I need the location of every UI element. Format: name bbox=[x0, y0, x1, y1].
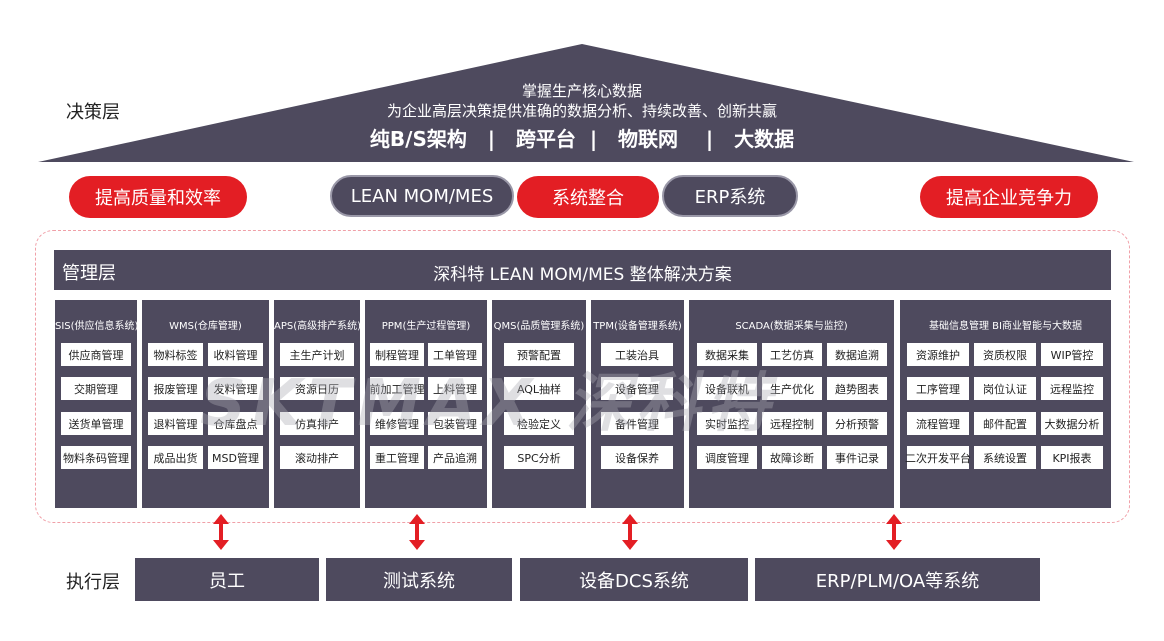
module-title: WMS(仓库管理) bbox=[169, 321, 242, 332]
module-cell: 成品出货 bbox=[148, 446, 203, 469]
module-cell: 预警配置 bbox=[504, 343, 574, 366]
exec-dcs-system: 设备DCS系统 bbox=[520, 558, 748, 601]
module-cell: 前加工管理 bbox=[370, 377, 425, 400]
module-cell: 设备保养 bbox=[601, 446, 673, 469]
module-tpm: TPM(设备管理系统) 工装治具 设备管理 备件管理 设备保养 bbox=[591, 300, 684, 508]
module-cell: 远程控制 bbox=[762, 412, 822, 435]
module-cell: KPI报表 bbox=[1041, 446, 1103, 469]
management-frame bbox=[35, 230, 1130, 523]
pill-competitiveness: 提高企业竞争力 bbox=[920, 176, 1098, 218]
module-cell: 仓库盘点 bbox=[208, 412, 263, 435]
module-title: PPM(生产过程管理) bbox=[381, 321, 471, 332]
roof-line-1: 掌握生产核心数据 bbox=[521, 82, 642, 100]
module-cell: 主生产计划 bbox=[280, 343, 354, 366]
pill-system-integration: 系统整合 bbox=[517, 176, 659, 218]
module-cell: 检验定义 bbox=[504, 412, 574, 435]
module-cell: 岗位认证 bbox=[974, 377, 1036, 400]
module-cell: 设备联机 bbox=[697, 377, 757, 400]
module-aps: APS(高级排产系统) 主生产计划 资源日历 仿真排产 滚动排产 bbox=[274, 300, 362, 508]
module-cell: 物料条码管理 bbox=[61, 446, 131, 469]
solution-title: 深科特 LEAN MOM/MES 整体解决方案 bbox=[433, 265, 732, 285]
pill-lean-mom-mes: LEAN MOM/MES bbox=[330, 175, 514, 217]
exec-employee: 员工 bbox=[135, 558, 319, 601]
roof-shape bbox=[38, 44, 1134, 162]
double-arrow-vertical-icon bbox=[213, 514, 229, 550]
module-wms: WMS(仓库管理) 物料标签 收料管理 报废管理 发料管理 退料管理 仓库盘点 … bbox=[142, 300, 269, 508]
exec-erp-plm-oa: ERP/PLM/OA等系统 bbox=[755, 558, 1040, 601]
exec-test-system: 测试系统 bbox=[326, 558, 512, 601]
module-cell: AQL抽样 bbox=[504, 377, 574, 400]
module-title: APS(高级排产系统) bbox=[274, 321, 362, 332]
module-cell: 退料管理 bbox=[148, 412, 203, 435]
module-cell: 收料管理 bbox=[208, 343, 263, 366]
module-title: TPM(设备管理系统) bbox=[593, 321, 682, 332]
module-cell: 物料标签 bbox=[148, 343, 203, 366]
module-cell: 送货单管理 bbox=[61, 412, 131, 435]
module-cell: 调度管理 bbox=[697, 446, 757, 469]
module-cell: 资源维护 bbox=[907, 343, 969, 366]
module-cell: 工艺仿真 bbox=[762, 343, 822, 366]
double-arrow-vertical-icon bbox=[409, 514, 425, 550]
module-cell: 交期管理 bbox=[61, 377, 131, 400]
module-title: 基础信息管理 BI商业智能与大数据 bbox=[929, 321, 1082, 332]
management-header: 管理层 深科特 LEAN MOM/MES 整体解决方案 bbox=[54, 250, 1111, 290]
pill-erp-system: ERP系统 bbox=[662, 175, 798, 217]
pill-quality-efficiency: 提高质量和效率 bbox=[69, 176, 247, 218]
module-cell: 滚动排产 bbox=[280, 446, 354, 469]
module-title: SCADA(数据采集与监控) bbox=[735, 321, 848, 332]
module-scada: SCADA(数据采集与监控) 数据采集 工艺仿真 数据追溯 设备联机 生产优化 … bbox=[689, 300, 894, 508]
module-cell: 包装管理 bbox=[428, 412, 482, 435]
module-cell: 生产优化 bbox=[762, 377, 822, 400]
module-cell: 发料管理 bbox=[208, 377, 263, 400]
module-cell: 流程管理 bbox=[907, 412, 969, 435]
double-arrow-vertical-icon bbox=[622, 514, 638, 550]
module-cell: 资源日历 bbox=[280, 377, 354, 400]
module-qms: QMS(品质管理系统) 预警配置 AQL抽样 检验定义 SPC分析 bbox=[492, 300, 586, 508]
roof-line-3: 纯B/S架构 | 跨平台 | 物联网 | 大数据 bbox=[369, 127, 795, 151]
module-cell: 系统设置 bbox=[974, 446, 1036, 469]
module-ppm: PPM(生产过程管理) 制程管理 工单管理 前加工管理 上料管理 维修管理 包装… bbox=[365, 300, 487, 508]
execution-layer-label: 执行层 bbox=[66, 572, 120, 593]
module-cell: 设备管理 bbox=[601, 377, 673, 400]
module-cell: 二次开发平台 bbox=[905, 446, 971, 469]
module-cell: 供应商管理 bbox=[61, 343, 131, 366]
module-cell: 仿真排产 bbox=[280, 412, 354, 435]
module-cell: 实时监控 bbox=[697, 412, 757, 435]
module-cell: MSD管理 bbox=[208, 446, 263, 469]
management-layer-label: 管理层 bbox=[62, 263, 116, 284]
module-cell: 制程管理 bbox=[370, 343, 424, 366]
module-cell: 备件管理 bbox=[601, 412, 673, 435]
module-cell: 事件记录 bbox=[827, 446, 887, 469]
module-cell: 工序管理 bbox=[907, 377, 969, 400]
module-cell: 数据采集 bbox=[697, 343, 757, 366]
module-title: QMS(品质管理系统) bbox=[493, 321, 585, 332]
module-cell: SPC分析 bbox=[504, 446, 574, 469]
module-cell: 大数据分析 bbox=[1041, 412, 1103, 435]
module-cell: 重工管理 bbox=[370, 446, 424, 469]
double-arrow-vertical-icon bbox=[886, 514, 902, 550]
module-cell: WIP管控 bbox=[1041, 343, 1103, 366]
module-cell: 故障诊断 bbox=[762, 446, 822, 469]
module-cell: 上料管理 bbox=[428, 377, 482, 400]
module-cell: 趋势图表 bbox=[827, 377, 887, 400]
roof-line-2: 为企业高层决策提供准确的数据分析、持续改善、创新共赢 bbox=[386, 102, 777, 120]
module-bi: 基础信息管理 BI商业智能与大数据 资源维护 资质权限 WIP管控 工序管理 岗… bbox=[900, 300, 1111, 508]
module-cell: 工单管理 bbox=[428, 343, 482, 366]
module-cell: 分析预警 bbox=[827, 412, 887, 435]
module-title: SIS(供应信息系统) bbox=[55, 321, 139, 332]
decision-layer-label: 决策层 bbox=[66, 102, 120, 123]
module-cell: 报废管理 bbox=[148, 377, 203, 400]
module-sis: SIS(供应信息系统) 供应商管理 交期管理 送货单管理 物料条码管理 bbox=[55, 300, 139, 508]
module-cell: 邮件配置 bbox=[974, 412, 1036, 435]
module-cell: 产品追溯 bbox=[428, 446, 482, 469]
module-cell: 工装治具 bbox=[601, 343, 673, 366]
module-cell: 数据追溯 bbox=[827, 343, 887, 366]
module-cell: 资质权限 bbox=[974, 343, 1036, 366]
module-cell: 维修管理 bbox=[370, 412, 424, 435]
module-cell: 远程监控 bbox=[1041, 377, 1103, 400]
